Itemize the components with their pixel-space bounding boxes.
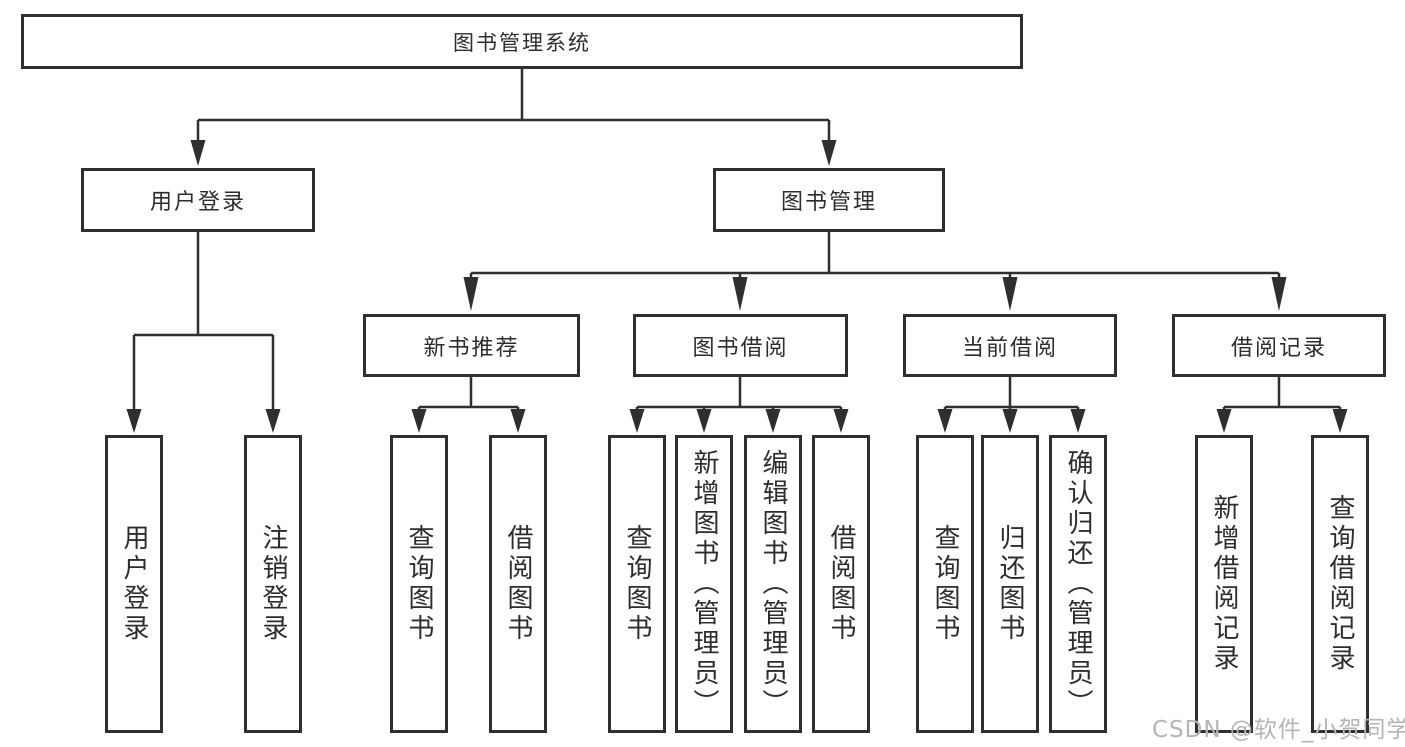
leaf-borrowing-add-books-admin: 新增图书（管理员） bbox=[675, 435, 733, 733]
arrowheads-level2 bbox=[190, 140, 837, 166]
leaf-current-return-books: 归还图书 bbox=[981, 435, 1039, 733]
node-current-borrowing: 当前借阅 bbox=[903, 314, 1117, 377]
node-label: 图书管理 bbox=[780, 190, 877, 215]
node-label: 查询图书 bbox=[930, 524, 960, 644]
leaf-borrowing-query-books: 查询图书 bbox=[608, 435, 666, 733]
node-borrowing-records: 借阅记录 bbox=[1172, 314, 1386, 377]
node-label: 用户登录 bbox=[149, 190, 246, 215]
arrowheads-level3 bbox=[463, 277, 1287, 311]
node-label: 确认归还（管理员） bbox=[1063, 449, 1093, 719]
node-label: 当前借阅 bbox=[961, 335, 1058, 361]
leaf-records-add-record: 新增借阅记录 bbox=[1195, 435, 1253, 733]
node-label: 查询图书 bbox=[622, 524, 652, 644]
node-label: 图书管理系统 bbox=[453, 30, 591, 55]
node-label: 新增图书（管理员） bbox=[689, 449, 719, 719]
node-label: 图书借阅 bbox=[692, 335, 789, 361]
node-label: 查询图书 bbox=[404, 524, 434, 644]
node-book-management-group: 图书管理 bbox=[713, 168, 945, 232]
node-library-management-system: 图书管理系统 bbox=[21, 14, 1023, 69]
leaf-logout: 注销登录 bbox=[244, 435, 302, 733]
node-label: 注销登录 bbox=[258, 524, 288, 644]
node-label: 编辑图书（管理员） bbox=[758, 449, 788, 719]
connector-root-to-level2 bbox=[196, 69, 831, 142]
leaf-current-confirm-return-admin: 确认归还（管理员） bbox=[1049, 435, 1107, 733]
leaf-user-login: 用户登录 bbox=[105, 435, 163, 733]
node-label: 借阅图书 bbox=[503, 524, 533, 644]
connector-bookmgmt-to-level3 bbox=[469, 232, 1281, 278]
node-book-borrowing: 图书借阅 bbox=[633, 314, 848, 377]
node-label: 借阅图书 bbox=[826, 524, 856, 644]
node-user-login-group: 用户登录 bbox=[81, 168, 315, 232]
connector-userlogin-to-leaves bbox=[132, 232, 275, 411]
node-label: 归还图书 bbox=[995, 524, 1025, 644]
leaf-current-query-books: 查询图书 bbox=[916, 435, 974, 733]
node-label: 用户登录 bbox=[119, 524, 149, 644]
csdn-watermark: CSDN @软件_小贺同学 bbox=[1152, 717, 1405, 743]
arrowheads-leaves bbox=[126, 409, 1348, 433]
node-label: 新增借阅记录 bbox=[1209, 494, 1239, 674]
leaf-newbook-borrow-books: 借阅图书 bbox=[489, 435, 547, 733]
connector-level3-to-leaves bbox=[417, 377, 1342, 411]
node-new-book-recommendation: 新书推荐 bbox=[363, 314, 580, 377]
leaf-borrowing-edit-books-admin: 编辑图书（管理员） bbox=[744, 435, 802, 733]
node-label: 借阅记录 bbox=[1230, 335, 1327, 361]
node-label: 新书推荐 bbox=[423, 335, 520, 361]
node-label: 查询借阅记录 bbox=[1325, 494, 1355, 674]
leaf-newbook-query-books: 查询图书 bbox=[390, 435, 448, 733]
leaf-records-query-record: 查询借阅记录 bbox=[1311, 435, 1369, 733]
leaf-borrowing-borrow-books: 借阅图书 bbox=[812, 435, 870, 733]
